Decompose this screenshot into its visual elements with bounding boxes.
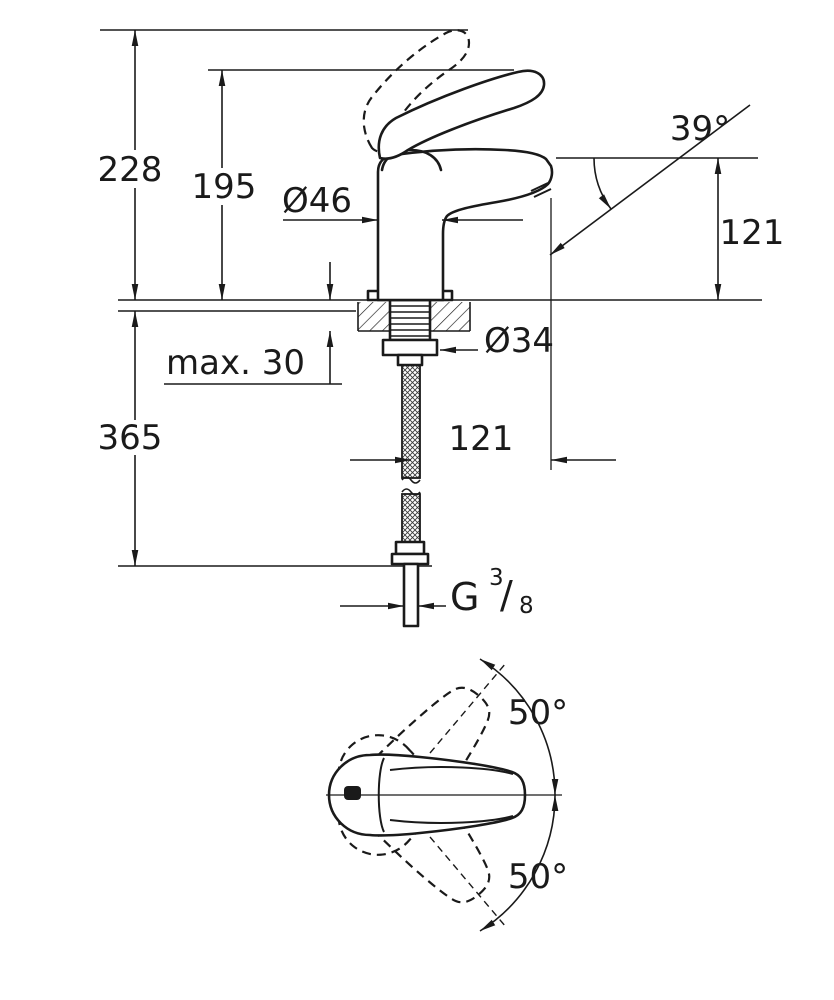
swivel-up-label: 50° <box>508 693 568 733</box>
thread-prefix-label: G <box>450 575 479 619</box>
swivel-down-label: 50° <box>508 857 568 897</box>
mounting-parts <box>381 298 439 628</box>
dim-body-diameter: Ø46 <box>282 181 523 224</box>
faucet <box>362 29 554 302</box>
deck-hatch-left <box>358 302 390 331</box>
hole-diameter-label: Ø34 <box>484 321 554 361</box>
spout-height-label: 121 <box>720 213 785 253</box>
top-view: 50° 50° <box>326 658 568 932</box>
hose-washer <box>390 552 430 566</box>
dim-thread: G 3 / 8 <box>340 565 534 619</box>
deck-hatch-right <box>430 302 470 331</box>
hose-adapter <box>396 353 424 367</box>
mounting-nut <box>381 338 439 357</box>
overall-height-label: 228 <box>98 150 163 190</box>
hose-break-top <box>401 476 421 484</box>
flex-hose-upper <box>401 364 421 479</box>
thread-numerator-label: 3 <box>489 565 504 591</box>
body-spout-outline <box>376 147 554 302</box>
body-diameter-label: Ø46 <box>282 181 352 221</box>
shank-threads <box>390 305 430 337</box>
spout-reach-label: 121 <box>449 419 514 459</box>
hose-nut <box>394 540 426 556</box>
thread-denominator-label: 8 <box>519 593 534 619</box>
dim-spout-reach: 121 <box>350 419 616 464</box>
side-view: 228 195 Ø46 39° 121 max. 30 <box>98 29 785 628</box>
lever-solid <box>377 69 546 160</box>
dim-swivel-up: 50° <box>479 658 568 796</box>
cartridge-dome <box>380 148 443 172</box>
dim-spout-height: 121 <box>714 158 785 300</box>
dim-spout-angle: 39° <box>549 104 751 256</box>
lever-height-label: 195 <box>192 167 257 207</box>
deck-thickness-label: max. 30 <box>166 343 305 383</box>
spout-angle-label: 39° <box>670 109 730 149</box>
swivel-axis-up <box>429 662 507 754</box>
dim-lever-height: 195 <box>192 70 257 300</box>
hose-length-label: 365 <box>98 418 163 458</box>
handle-logo-mark <box>344 786 361 800</box>
lever-raised-dashed <box>362 29 471 153</box>
thread-pipe <box>402 562 420 628</box>
dim-deck-thickness: max. 30 <box>164 262 342 385</box>
aerator-lines <box>530 182 552 198</box>
dim-hole-diameter: Ø34 <box>440 321 554 361</box>
dim-hose-length: 365 <box>98 311 163 566</box>
swivel-axis-down <box>429 836 507 928</box>
dim-overall-height: 228 <box>98 30 163 300</box>
thread-slash-label: / <box>500 573 513 617</box>
dim-swivel-down: 50° <box>479 794 568 932</box>
flex-hose-lower <box>401 493 421 543</box>
